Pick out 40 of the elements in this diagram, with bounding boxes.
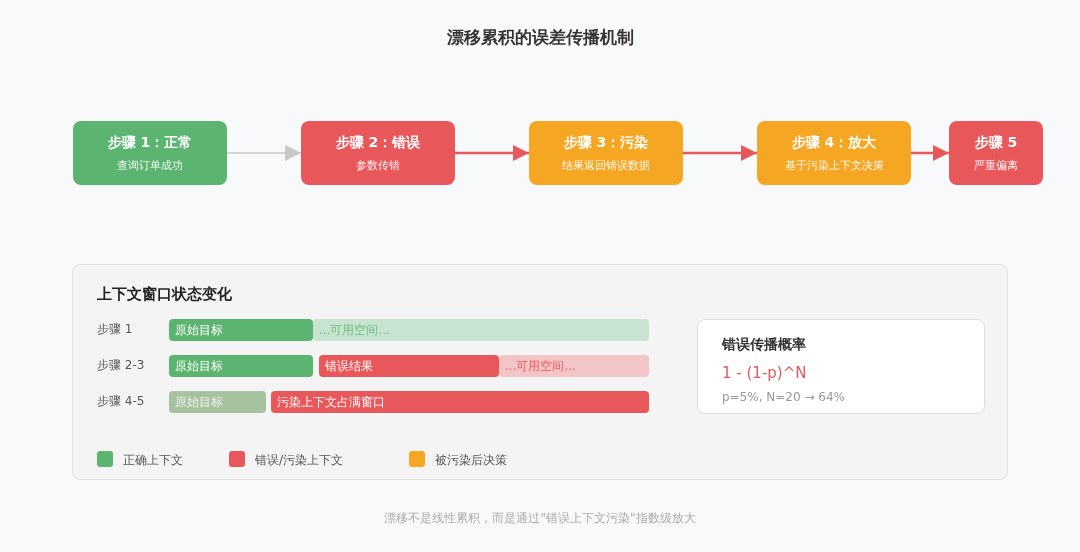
process-box [301,121,455,185]
step-title: 步骤 1：正常 [107,133,193,152]
step-description: 结果返回错误数据 [562,157,650,173]
info-card [697,319,985,414]
row-label: 步骤 4-5 [97,393,145,410]
process-box [949,121,1043,185]
arrow [226,145,302,161]
step-description: 严重偏离 [974,157,1018,173]
arrow [911,145,949,161]
step-description: 基于污染上下文决策 [784,157,884,173]
context-bar-segment: 原始目标 [169,319,313,341]
step-title: 步骤 4：放大 [791,133,877,152]
card-heading: 错误传播概率 [722,336,806,354]
arrow [683,145,757,161]
formula: 1 - (1-p)^N [722,364,807,382]
legend-text: 正确上下文 [123,452,183,469]
context-bar-segment: 原始目标 [169,355,313,377]
context-bar-segment: ...可用空间... [313,319,649,341]
context-bar-segment: ...可用空间... [499,355,649,377]
diagram-title: 漂移累积的误差传播机制 [445,26,635,49]
process-box [73,121,227,185]
step-title: 步骤 3：污染 [563,133,649,152]
row-label: 步骤 1 [97,321,133,338]
panel-heading: 上下文窗口状态变化 [97,285,232,304]
legend-text: 被污染后决策 [435,452,507,469]
arrow [455,145,529,161]
process-box [529,121,683,185]
step-description: 查询订单成功 [117,157,183,173]
context-bar-segment: 原始目标 [169,391,266,413]
step-title: 步骤 5 [974,133,1018,152]
step-description: 参数传错 [356,157,400,173]
panel-background [72,264,1008,480]
step-title: 步骤 2：错误 [335,133,421,152]
legend-text: 错误/污染上下文 [255,452,344,469]
context-bar-segment: 错误结果 [319,355,499,377]
process-box [757,121,911,185]
caption: 漂移不是线性累积，而是通过"错误上下文污染"指数级放大 [383,510,697,527]
context-bar-segment: 污染上下文占满窗口 [271,391,649,413]
row-label: 步骤 2-3 [97,357,145,374]
example-calculation: p=5%, N=20 → 64% [722,390,845,404]
